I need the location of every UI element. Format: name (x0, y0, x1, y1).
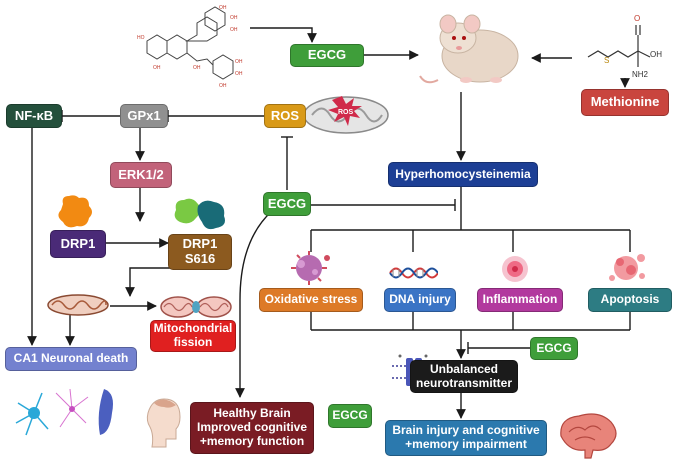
dna-icon (389, 267, 438, 279)
svg-text:OH: OH (235, 71, 243, 77)
svg-text:ROS: ROS (338, 109, 354, 116)
egcg-top-box: EGCG (290, 44, 364, 67)
egcg-molecule-icon: HO OH OH OH OH OH OH OH OH (137, 5, 243, 88)
egcg-mid-box: EGCG (263, 192, 311, 216)
methionine-box: Methionine (581, 89, 669, 116)
drp1-s616-line2: S616 (184, 251, 216, 266)
inflammation-box: Inflammation (477, 288, 563, 312)
svg-text:OH: OH (235, 59, 243, 65)
erk-box: ERK1/2 (110, 162, 172, 188)
drp1-protein-icon (58, 195, 92, 228)
ros-box: ROS (264, 104, 306, 128)
svg-text:OH: OH (650, 50, 662, 59)
drp1-s616-box: DRP1 S616 (168, 234, 232, 270)
rat-icon (419, 14, 519, 84)
ca1-neuronal-death-box: CA1 Neuronal death (5, 347, 137, 371)
mitochondria-ros-icon: ROS (303, 96, 389, 134)
svg-text:O: O (634, 14, 640, 23)
healthy-line2: Improved cognitive (196, 420, 308, 435)
svg-text:OH: OH (153, 65, 161, 71)
gpx1-box: GPx1 (120, 104, 168, 128)
drp1-s616-line1: DRP1 (182, 236, 218, 252)
virus-icon (291, 251, 330, 285)
svg-text:OH: OH (230, 27, 238, 33)
egcg-low-box: EGCG (530, 337, 578, 360)
methionine-molecule-icon: S OH O NH2 (587, 14, 662, 79)
unbalanced-line2: neurotransmitter (415, 375, 513, 390)
neuron-cells-icon (15, 388, 113, 436)
healthy-brain-box: Healthy Brain Improved cognitive +memory… (190, 402, 314, 454)
drp1-box: DRP1 (50, 230, 106, 258)
fissioning-mitochondria-icon (160, 296, 232, 318)
unbalanced-line1: Unbalanced (429, 361, 498, 376)
brain-injury-line1: Brain injury and cognitive (392, 423, 540, 438)
svg-text:NH2: NH2 (632, 70, 649, 79)
egcg-bottom-box: EGCG (328, 404, 372, 428)
brain-injury-line2: +memory impairment (405, 437, 527, 451)
mito-fission-line1: Mitochondrial (153, 321, 233, 336)
apoptosis-box: Apoptosis (588, 288, 672, 312)
apoptotic-cell-icon (609, 254, 645, 281)
svg-text:OH: OH (219, 5, 227, 11)
svg-text:S: S (604, 56, 609, 65)
mitochondrial-fission-box: Mitochondrial fission (150, 320, 236, 352)
oxidative-stress-box: Oxidative stress (259, 288, 363, 312)
nfkb-box: NF-κB (6, 104, 62, 128)
mito-fission-line2: fission (173, 335, 213, 349)
brain-icon (560, 413, 617, 459)
healthy-line1: Healthy Brain (213, 406, 291, 421)
svg-text:OH: OH (230, 15, 238, 21)
healthy-line3: +memory function (199, 433, 305, 448)
svg-text:OH: OH (193, 65, 201, 71)
unbalanced-neurotransmitter-box: Unbalanced neurotransmitter (410, 360, 518, 393)
inflammation-cell-icon (502, 256, 528, 282)
svg-text:OH: OH (219, 83, 227, 88)
svg-text:HO: HO (137, 35, 145, 41)
drp1-s616-protein-icon (174, 198, 225, 230)
dna-injury-box: DNA injury (384, 288, 456, 312)
brain-injury-box: Brain injury and cognitive +memory impai… (385, 420, 547, 456)
hyperhomocysteinemia-box: Hyperhomocysteinemia (388, 162, 538, 187)
human-head-icon (146, 398, 181, 448)
mitochondria-icon (47, 294, 109, 316)
